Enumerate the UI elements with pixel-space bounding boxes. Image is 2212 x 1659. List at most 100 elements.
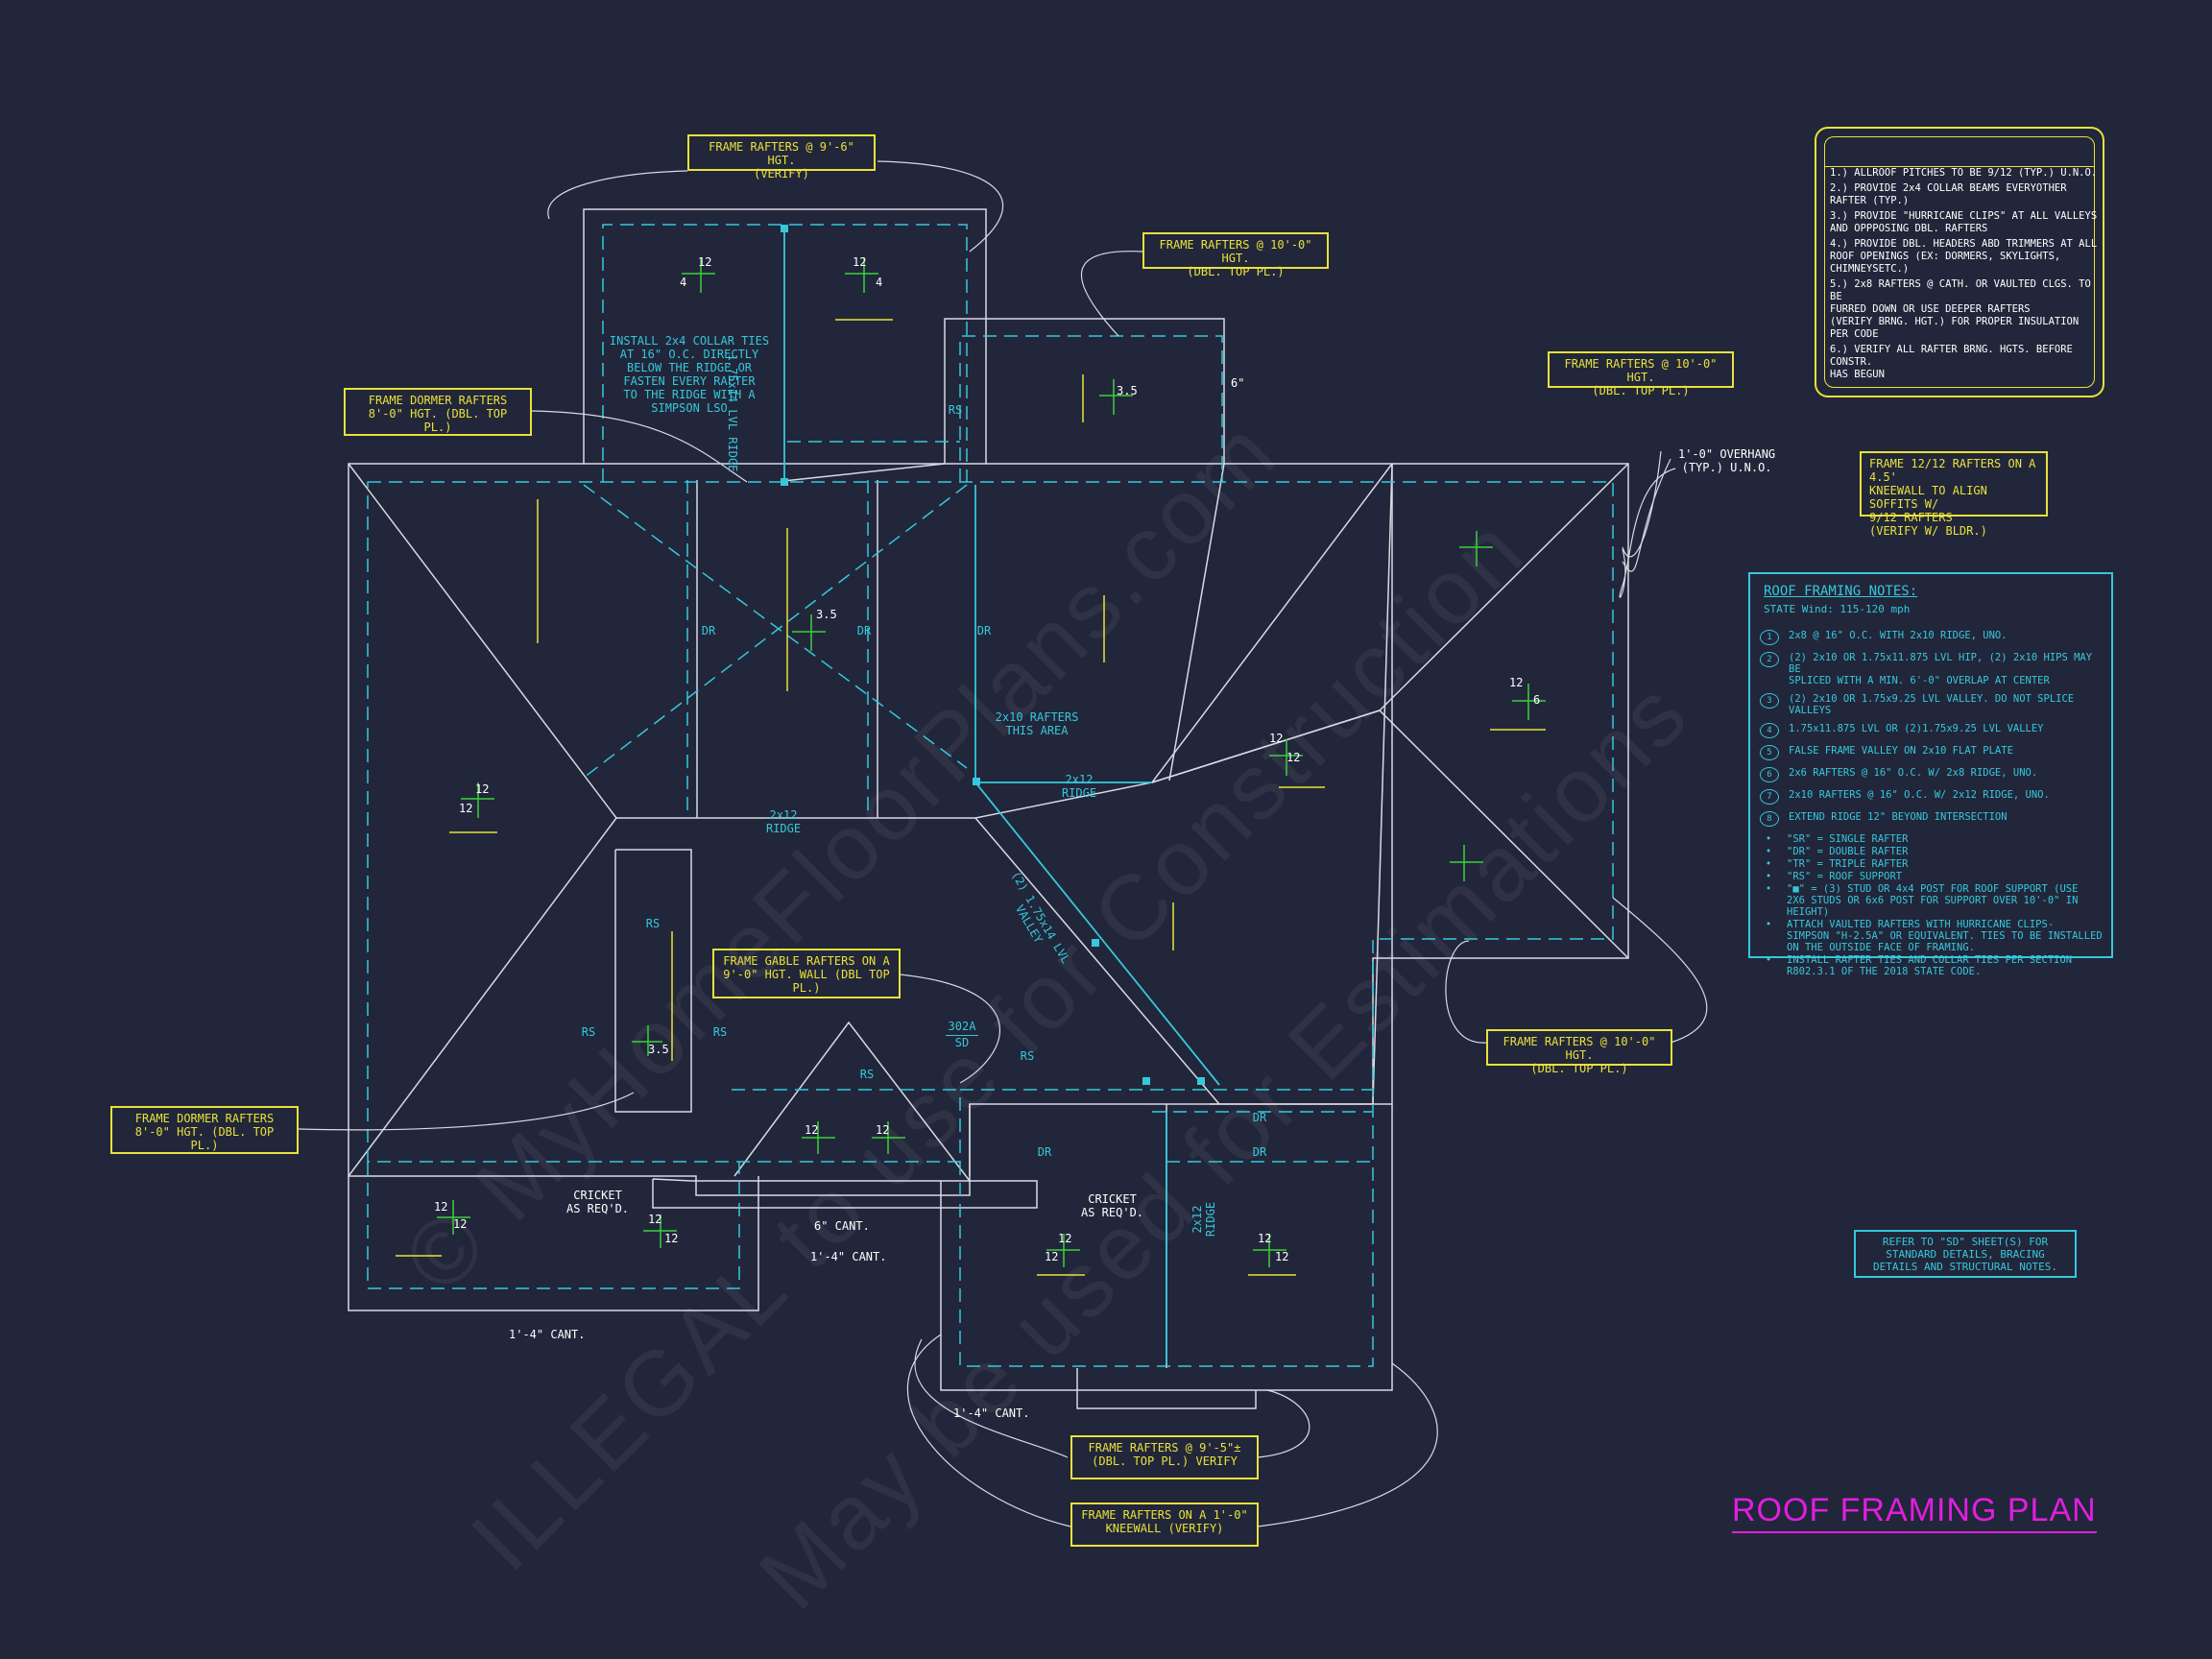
bullet-text: "SR" = SINGLE RAFTER (1787, 833, 1909, 845)
pitch-rise: 12 (1258, 1232, 1272, 1245)
label-2x12-ridge-right: 2x12 RIDGE (1061, 773, 1097, 800)
label-cricket-left: CRICKET AS REQ'D. (566, 1189, 630, 1215)
label-rs-2: RS (581, 1025, 596, 1039)
direction-arrows (396, 319, 1546, 1276)
callout-12-12-rafters: FRAME 12/12 RAFTERS ON A 4.5' KNEEWALL T… (1860, 451, 2048, 538)
note-number: 1 (1760, 630, 1779, 645)
label-2x12-ridge-center: 2x12 RIDGE (765, 808, 802, 835)
label-dr-3: DR (1252, 1145, 1267, 1159)
bullet-dot-icon: • (1765, 919, 1772, 930)
callout-rafters-10-0-top: FRAME RAFTERS @ 10'-0" HGT. (DBL. TOP PL… (1142, 232, 1329, 278)
framing-note-row: 7 2x10 RAFTERS @ 16" O.C. W/ 2x12 RIDGE, … (1760, 789, 2104, 805)
label-dr-5: DR (856, 624, 872, 637)
pitch-rise: 12 (434, 1200, 448, 1214)
framing-bullet-row: • INSTALL RAFTER TIES AND COLLAR TIES PER… (1760, 954, 2104, 977)
general-notes-frame (1824, 136, 2095, 388)
pitch-run: 6 (1533, 693, 1541, 707)
pitch-run: 12 (453, 1217, 468, 1231)
framing-bullet-row: • "TR" = TRIPLE RAFTER (1760, 858, 2104, 870)
callout-rafters-9-6: FRAME RAFTERS @ 9'-6" HGT. (VERIFY) (687, 134, 876, 180)
label-rs-4: RS (1020, 1049, 1035, 1063)
ridge-lines (783, 228, 1220, 1363)
label-dr-1: DR (1037, 1145, 1052, 1159)
pitch-run: 3.5 (816, 608, 837, 621)
general-note: 2.) PROVIDE 2x4 COLLAR BEAMS EVERYOTHER … (1830, 182, 2067, 206)
pitch-run: 12 (459, 802, 473, 815)
note-text: 1.75x11.875 LVL OR (2)1.75x9.25 LVL VALL… (1789, 723, 2044, 734)
note-text: (2) 2x10 OR 1.75x9.25 LVL VALLEY. DO NOT… (1789, 693, 2075, 716)
framing-bullet-row: •"■" = (3) STUD OR 4x4 POST FOR ROOF SUP… (1760, 883, 2104, 918)
note-number: 6 (1760, 767, 1779, 782)
pitch-run: 12 (1286, 751, 1301, 764)
pitch-symbols (437, 257, 1546, 1267)
roof-framing-notes-wind: STATE Wind: 115-120 mph (1764, 603, 1911, 615)
pitch-run: 3.5 (648, 1043, 669, 1056)
post-markers (781, 225, 1205, 1085)
label-lvl-ridge: 1.75x14 LVL RIDGE (726, 353, 739, 472)
label-collar-ties: INSTALL 2x4 COLLAR TIES AT 16" O.C. DIRE… (609, 334, 770, 415)
label-1-4-cant-c: 1'-4" CANT. (953, 1407, 1030, 1420)
roof-framing-notes-box: ROOF FRAMING NOTES: STATE Wind: 115-120 … (1748, 572, 2113, 977)
note-number: 8 (1760, 811, 1779, 827)
label-1-4-cant-a: 1'-4" CANT. (810, 1250, 887, 1263)
callout-gable-rafters: FRAME GABLE RAFTERS ON A 9'-0" HGT. WALL… (712, 949, 901, 998)
bullet-dot-icon: • (1765, 883, 1772, 895)
bullet-text: INSTALL RAFTER TIES AND COLLAR TIES PER … (1787, 954, 2073, 977)
callout-rafters-9-5: FRAME RAFTERS @ 9'-5"± (DBL. TOP PL.) VE… (1070, 1435, 1259, 1479)
callout-dormer-rafters-top: FRAME DORMER RAFTERS 8'-0" HGT. (DBL. TO… (344, 388, 532, 436)
general-notes-list: 1.) ALLROOF PITCHES TO BE 9/12 (TYP.) U.… (1830, 167, 2103, 384)
pitch-run: 12 (664, 1232, 679, 1245)
note-number: 7 (1760, 789, 1779, 805)
leader-lines (298, 160, 1708, 1527)
bullet-dot-icon: • (1765, 846, 1772, 857)
framing-bullet-row: •ATTACH VAULTED RAFTERS WITH HURRICANE C… (1760, 919, 2104, 953)
framing-bullet-row: •"DR" = DOUBLE RAFTER (1760, 846, 2104, 857)
label-1-4-cant-b: 1'-4" CANT. (509, 1328, 586, 1341)
general-note: 3.) PROVIDE "HURRICANE CLIPS" AT ALL VAL… (1830, 210, 2098, 234)
pitch-rise: 12 (1509, 676, 1524, 689)
callout-dormer-rafters-left: FRAME DORMER RAFTERS 8'-0" HGT. (DBL. TO… (110, 1106, 299, 1154)
bullet-dot-icon: • (1765, 954, 1772, 966)
label-rs-6: RS (948, 403, 963, 417)
pitch-run: 4 (876, 276, 883, 289)
label-2x12-ridge-bottom: 2x12 RIDGE (1190, 1201, 1217, 1238)
note-text: EXTEND RIDGE 12" BEYOND INTERSECTION (1789, 811, 2008, 823)
framing-bullet-row: •"RS" = ROOF SUPPORT (1760, 871, 2104, 882)
pitch-run: 12 (1045, 1250, 1059, 1263)
section-tag-sheet: SD (946, 1035, 978, 1049)
general-notes-box: 1.) ALLROOF PITCHES TO BE 9/12 (TYP.) U.… (1815, 127, 2104, 397)
general-note: 5.) 2x8 RAFTERS @ CATH. OR VAULTED CLGS.… (1830, 278, 2091, 340)
framing-note-row: 3 (2) 2x10 OR 1.75x9.25 LVL VALLEY. DO NO… (1760, 693, 2104, 716)
label-rs-1: RS (645, 917, 661, 930)
note-text: (2) 2x10 OR 1.75x11.875 LVL HIP, (2) 2x1… (1789, 652, 2093, 686)
pitch-rise: 12 (805, 1123, 819, 1137)
pitch-rise: 12 (475, 782, 490, 796)
pitch-rise: 12 (876, 1123, 890, 1137)
note-text: 2x6 RAFTERS @ 16" O.C. W/ 2x8 RIDGE, UNO… (1789, 767, 2038, 779)
bullet-text: "RS" = ROOF SUPPORT (1787, 871, 1903, 882)
note-text: FALSE FRAME VALLEY ON 2x10 FLAT PLATE (1789, 745, 2013, 757)
callout-rafters-10-0-bottom: FRAME RAFTERS @ 10'-0" HGT. (DBL. TOP PL… (1486, 1029, 1672, 1075)
bullet-text: "TR" = TRIPLE RAFTER (1787, 858, 1909, 870)
note-text: 2x10 RAFTERS @ 16" O.C. W/ 2x12 RIDGE, U… (1789, 789, 2050, 801)
label-dr-2: DR (1252, 1111, 1267, 1124)
framing-note-row: 6 2x6 RAFTERS @ 16" O.C. W/ 2x8 RIDGE, UN… (1760, 767, 2104, 782)
label-rs-5: RS (859, 1068, 875, 1081)
drawing-title: ROOF FRAMING PLAN (1732, 1492, 2097, 1533)
note-number: 4 (1760, 723, 1779, 738)
general-note: 1.) ALLROOF PITCHES TO BE 9/12 (TYP.) U.… (1830, 167, 2098, 179)
bullet-dot-icon: • (1765, 858, 1772, 870)
note-number: 3 (1760, 693, 1779, 709)
roof-outline (348, 208, 1629, 1409)
callout-rafters-kneewall: FRAME RAFTERS ON A 1'-0" KNEEWALL (VERIF… (1070, 1503, 1259, 1547)
callout-rafters-10-0-right: FRAME RAFTERS @ 10'-0" HGT. (DBL. TOP PL… (1548, 351, 1734, 397)
roof-framing-notes-title: ROOF FRAMING NOTES: (1764, 584, 1918, 599)
wall-lines-dashed (367, 224, 1614, 1367)
label-dr-4: DR (701, 624, 716, 637)
pitch-rise: 12 (1058, 1232, 1072, 1245)
